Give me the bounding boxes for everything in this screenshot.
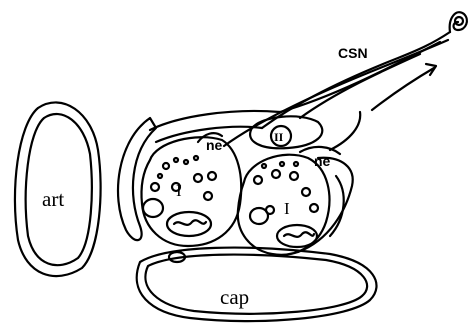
- label-type-i-left: I: [176, 181, 182, 200]
- organelle-squiggle-right: [284, 232, 314, 237]
- nerve-terminal: [450, 12, 467, 32]
- type-ii-cell: [250, 116, 322, 148]
- organelle-squiggle-left: [174, 220, 206, 225]
- nerve-fiber: [300, 54, 420, 118]
- left-capsule: [118, 118, 156, 240]
- type-i-cell-left: [141, 137, 241, 246]
- capillary: [137, 248, 377, 322]
- label-cap: cap: [220, 285, 249, 309]
- flow-arrow-shaft: [372, 68, 434, 110]
- label-csn: CSN: [338, 45, 368, 61]
- label-ne-right: ne: [314, 153, 331, 169]
- label-ne-left: ne: [206, 137, 223, 153]
- cell-nucleus-left: [143, 199, 163, 217]
- label-type-ii: II: [274, 130, 284, 144]
- label-type-i-right: I: [284, 199, 290, 218]
- right-sheath-inner: [330, 112, 360, 150]
- label-art: art: [42, 187, 64, 211]
